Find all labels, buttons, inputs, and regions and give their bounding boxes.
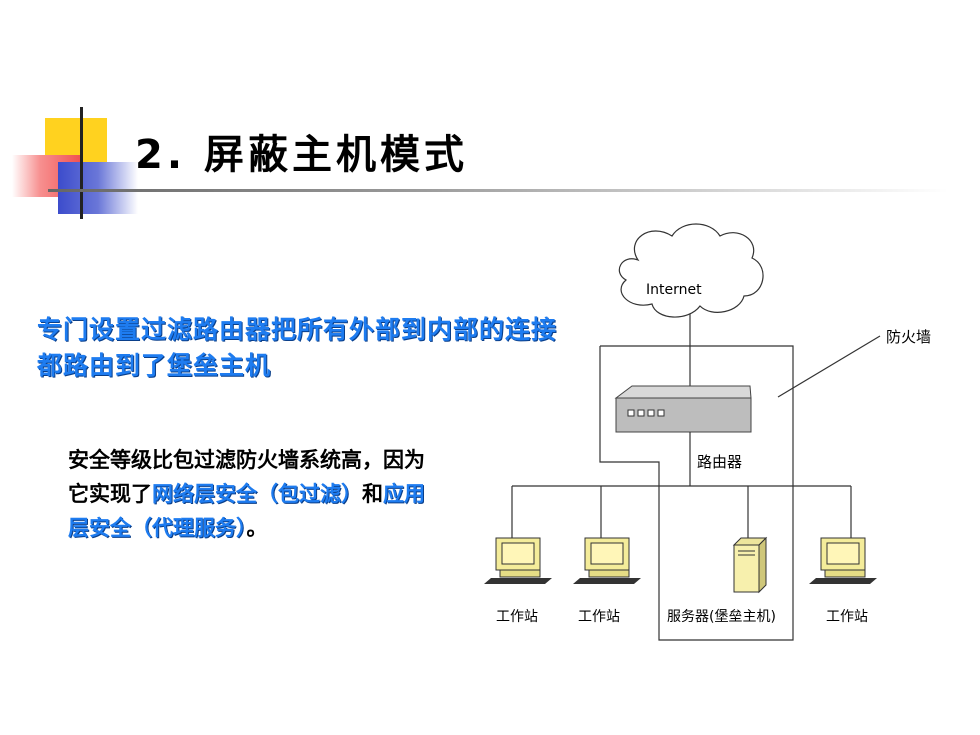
firewall-boundary: [599, 345, 794, 641]
internet-label: Internet: [646, 282, 702, 298]
workstation-icon: [573, 537, 641, 584]
desc-packet-filter: （包过滤）: [257, 482, 362, 506]
description: 安全等级比包过滤防火墙系统高，因为它实现了网络层安全（包过滤）和应用层安全（代理…: [68, 443, 438, 545]
deco-vertical-line: [80, 107, 83, 219]
title-rule: [48, 189, 948, 192]
node-label-ws3: 工作站: [826, 609, 868, 625]
router-icon: [614, 385, 752, 433]
desc-highlight-application: 应用层安全（代理服务）: [68, 482, 425, 540]
desc-and: 和: [362, 482, 383, 506]
deco-blue-square: [58, 162, 138, 214]
desc-highlight-network: 网络层安全: [152, 482, 257, 506]
blue-statement: 专门设置过滤路由器把所有外部到内部的连接都路由到了堡垒主机: [37, 315, 558, 380]
node-label-server: 服务器(堡垒主机): [667, 609, 776, 625]
desc-part1: 安全等级比包过滤防火墙系统高，因为它实现了: [68, 448, 425, 506]
workstation-icon: [809, 537, 877, 584]
internet-cloud: [618, 223, 764, 318]
server-icon: [732, 536, 768, 594]
workstation-icon: [484, 537, 552, 584]
page-title: 2. 屏蔽主机模式: [135, 132, 468, 178]
firewall-label: 防火墙: [886, 328, 931, 346]
node-label-ws2: 工作站: [578, 609, 620, 625]
desc-end: 。: [246, 516, 268, 540]
firewall-pointer: [777, 335, 881, 398]
node-label-ws1: 工作站: [496, 609, 538, 625]
router-label: 路由器: [697, 453, 742, 471]
